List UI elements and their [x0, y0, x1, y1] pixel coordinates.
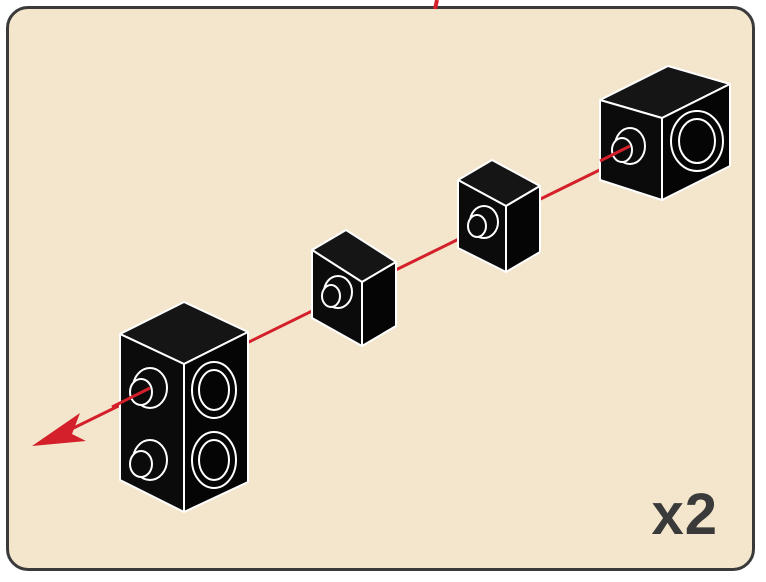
brick-1x1-side-stud: [600, 66, 730, 200]
brick-1x2-side-studs: [120, 302, 248, 512]
plate-1x1-side-stud-b: [458, 160, 540, 272]
quantity-label: x2: [651, 486, 718, 544]
arrow-head-icon: [32, 413, 86, 446]
plate-1x1-side-stud-a: [312, 230, 396, 346]
top-connector-line: [435, 0, 437, 9]
